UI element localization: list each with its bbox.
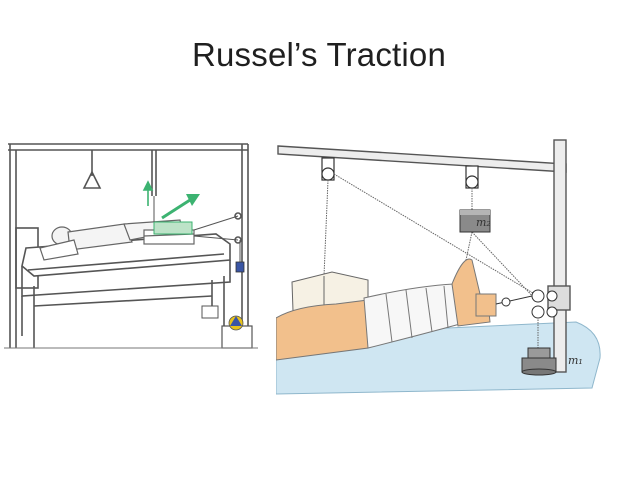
mass-label-m2: m₂ xyxy=(476,216,491,229)
traction-apparatus-illustration: m₂ m₁ xyxy=(276,139,601,395)
traction-sling xyxy=(153,196,193,235)
force-arrow-up xyxy=(142,180,154,206)
traction-bed-illustration xyxy=(4,143,258,349)
mass-label-m1: m₁ xyxy=(568,354,583,367)
foot-pulleys xyxy=(495,289,558,319)
overhead-bar xyxy=(277,145,567,173)
slide-title: Russel’s Traction xyxy=(191,36,447,73)
weight-m2 xyxy=(459,209,491,233)
floor-weight xyxy=(201,305,253,349)
weight-m1 xyxy=(521,347,557,376)
pulley-left xyxy=(321,157,335,181)
force-arrow-diagonal xyxy=(161,194,200,220)
traction-ropes xyxy=(193,215,241,262)
leg xyxy=(276,258,497,361)
pulley-middle xyxy=(465,165,479,189)
hanging-weight xyxy=(235,261,245,273)
